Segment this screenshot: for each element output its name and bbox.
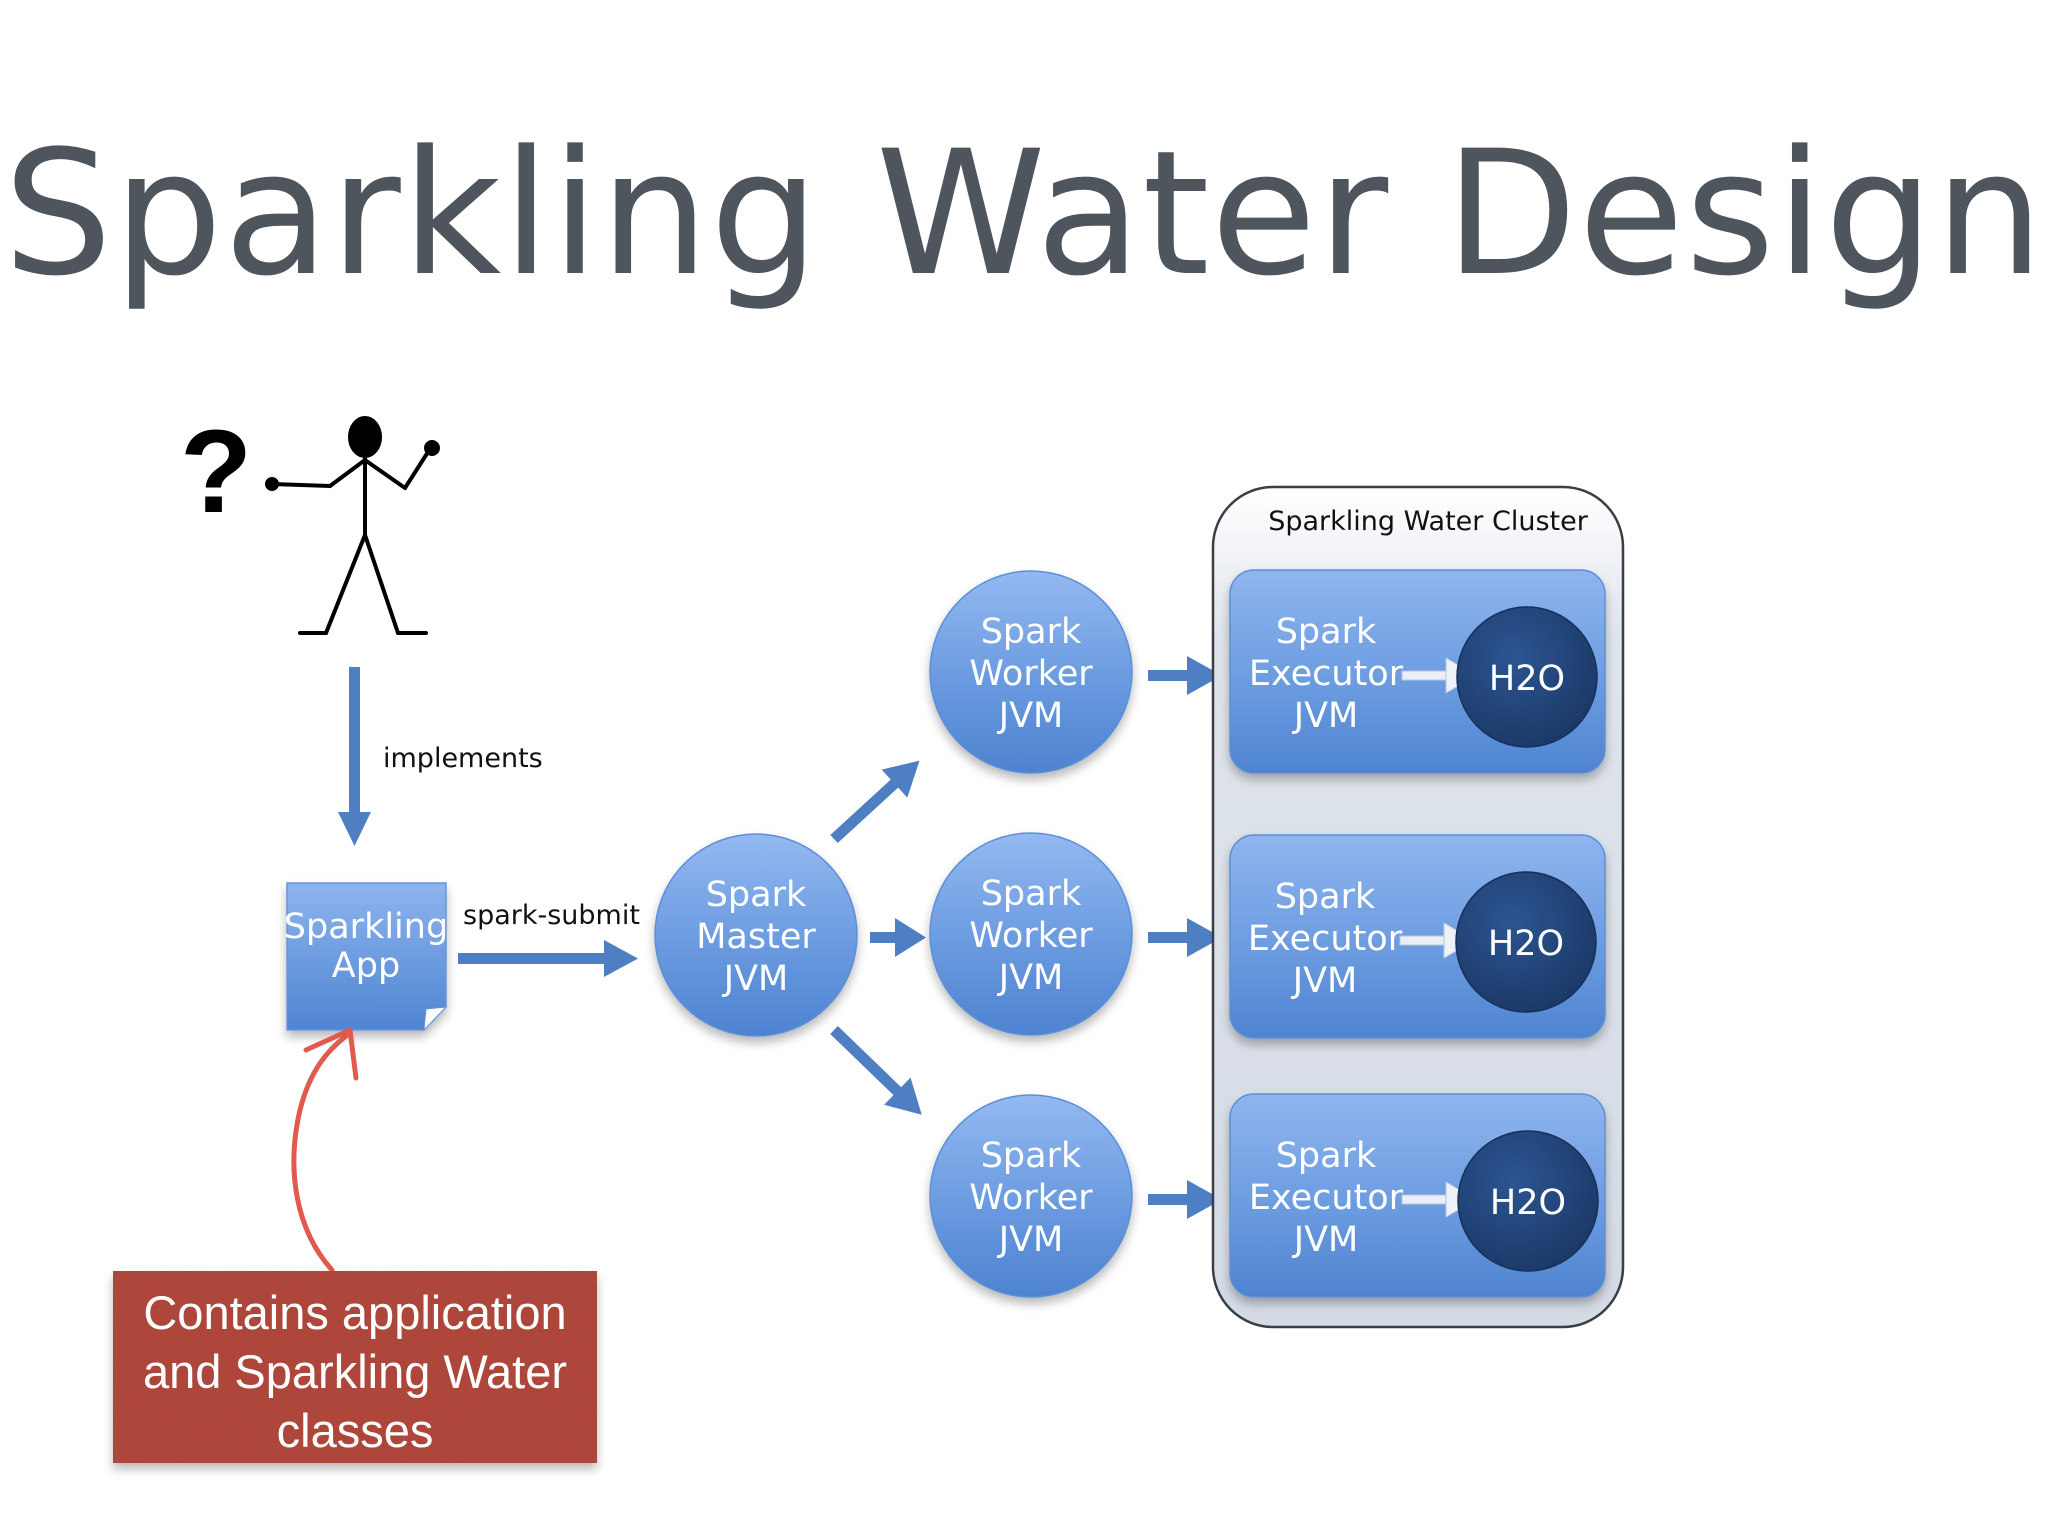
master-line2: Master: [696, 917, 816, 957]
h2o-2-label: H2O: [1488, 924, 1564, 964]
annotation-curve: [291, 1033, 349, 1273]
master-line1: Spark: [706, 875, 807, 915]
page-title: Sparkling Water Design: [3, 113, 2045, 314]
executor-3-line3: JVM: [1292, 1220, 1358, 1260]
worker-1-to-executor-arrow: [1148, 656, 1222, 695]
worker-2-line2: Worker: [969, 916, 1093, 956]
callout-line1: Contains application: [143, 1286, 566, 1339]
worker-3-line1: Spark: [981, 1136, 1082, 1176]
worker-2-line3: JVM: [997, 958, 1063, 998]
h2o-node-2: [1455, 871, 1597, 1013]
executor-1-line1: Spark: [1276, 612, 1377, 652]
master-to-worker-2-arrow: [870, 918, 926, 957]
executor-2-line1: Spark: [1275, 877, 1376, 917]
h2o-node-1: [1456, 606, 1598, 748]
worker-node-2: [929, 832, 1133, 1036]
spark-master-node: [654, 833, 858, 1037]
app-label-line1: Sparkling: [284, 907, 448, 947]
master-to-worker-1-arrow: [830, 760, 920, 844]
worker-node-3: [929, 1094, 1133, 1298]
worker-2-line1: Spark: [981, 874, 1082, 914]
callout-box: [113, 1271, 597, 1463]
h2o-node-3: [1457, 1130, 1599, 1272]
worker-node-1: [929, 570, 1133, 774]
worker-3-to-executor-arrow: [1148, 1180, 1222, 1219]
worker-1-line3: JVM: [997, 696, 1063, 736]
cluster-label: Sparkling Water Cluster: [1268, 506, 1589, 537]
master-line3: JVM: [722, 959, 788, 999]
executor-1-line2: Executor: [1249, 654, 1404, 694]
implements-label: implements: [383, 743, 543, 774]
annotation-arrowhead-icon: [303, 1027, 359, 1081]
worker-1-line2: Worker: [969, 654, 1093, 694]
h2o-1-label: H2O: [1489, 659, 1565, 699]
worker-3-line2: Worker: [969, 1178, 1093, 1218]
worker-3-line3: JVM: [997, 1220, 1063, 1260]
h2o-3-label: H2O: [1490, 1183, 1566, 1223]
app-label-line2: App: [332, 946, 400, 986]
worker-to-executor-arrows: [1148, 656, 1222, 1219]
executor-3-line2: Executor: [1249, 1178, 1404, 1218]
callout-line2: and Sparkling Water: [143, 1345, 567, 1398]
implements-arrow: [338, 667, 371, 846]
executor-2-line3: JVM: [1291, 961, 1357, 1001]
worker-1-line1: Spark: [981, 612, 1082, 652]
spark-submit-arrow: [458, 940, 638, 977]
sparkling-app-node: [286, 882, 448, 1032]
spark-submit-label: spark-submit: [463, 900, 640, 931]
executor-3-line1: Spark: [1276, 1136, 1377, 1176]
callout-line3: classes: [277, 1404, 434, 1457]
stick-figure-icon: [265, 416, 440, 635]
question-mark: ?: [180, 406, 252, 538]
master-to-worker-arrows: [830, 760, 926, 1115]
master-to-worker-3-arrow: [830, 1026, 922, 1115]
worker-2-to-executor-arrow: [1148, 918, 1222, 957]
executor-2-line2: Executor: [1248, 919, 1403, 959]
executor-1-line3: JVM: [1292, 696, 1358, 736]
